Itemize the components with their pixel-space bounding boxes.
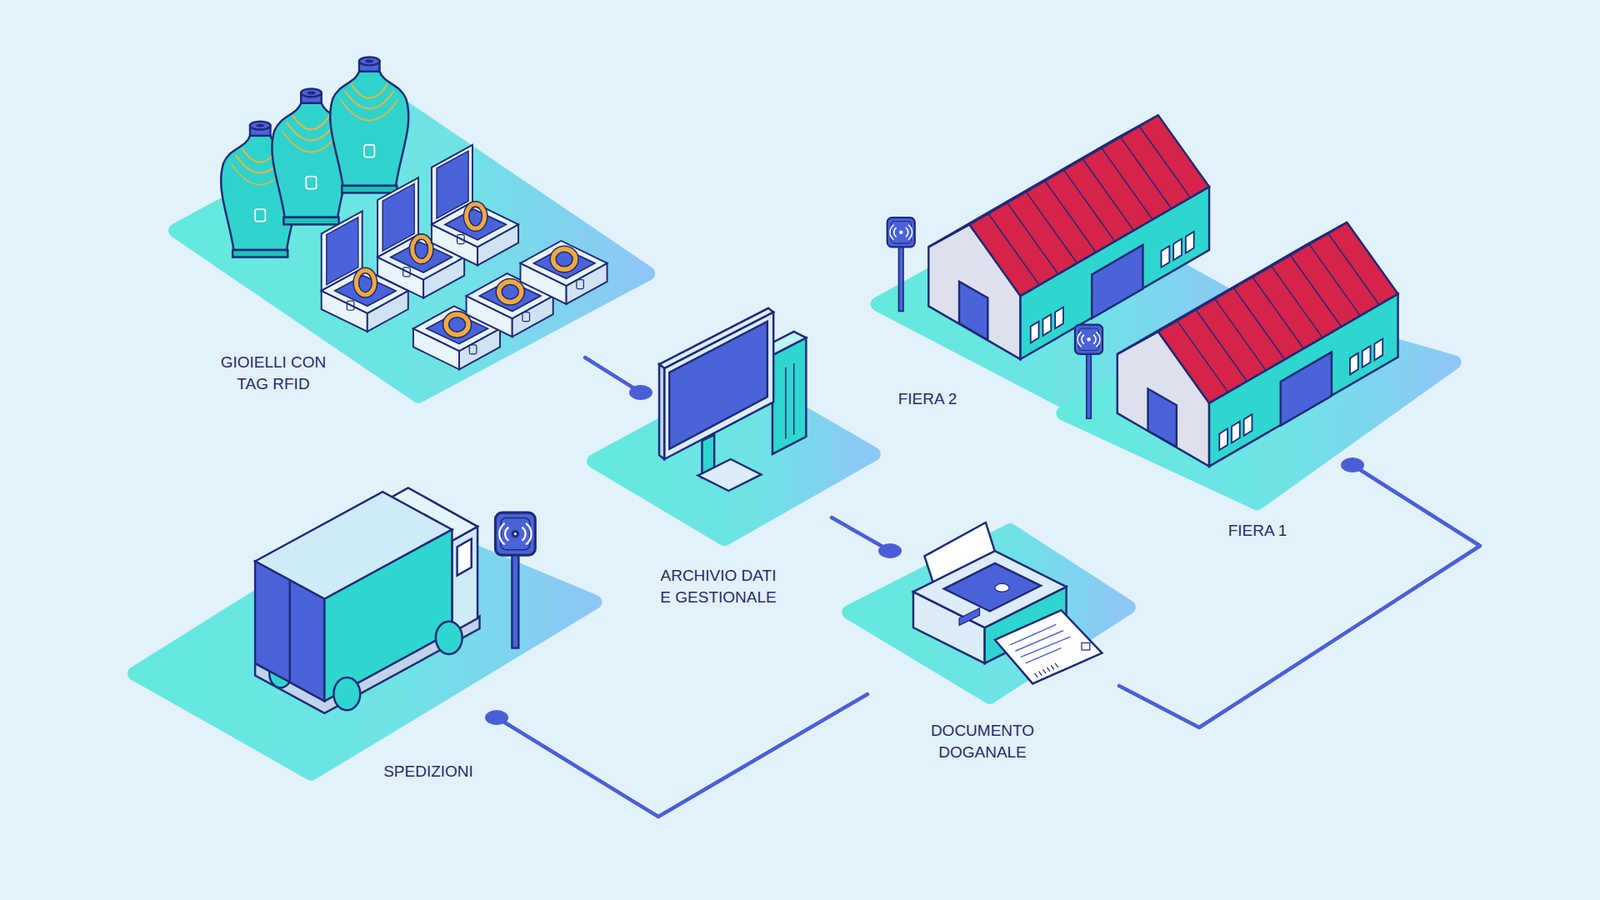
node-label: FIERA 2	[865, 388, 990, 410]
connector-dot	[629, 385, 653, 400]
printer-polygon	[944, 563, 1041, 612]
computer-line	[793, 363, 795, 435]
computer-polygon	[659, 364, 665, 460]
truck-line	[289, 580, 291, 682]
truck-ellipse	[333, 677, 360, 710]
printer-polygon	[913, 550, 1067, 628]
printer-g-line	[1055, 663, 1059, 668]
jewels	[220, 57, 607, 370]
platform-node: SPEDIZIONI	[129, 466, 497, 788]
truck-polygon	[457, 539, 472, 576]
buildings	[887, 115, 1399, 466]
connector-line	[831, 517, 890, 551]
connector-line	[1119, 465, 1480, 728]
printer-g-line	[1039, 671, 1043, 676]
truck-use	[495, 512, 535, 648]
truck	[255, 487, 535, 714]
printer-g-line	[1010, 624, 1056, 645]
printer-polygon	[995, 610, 1103, 684]
printer-g-line	[1025, 648, 1062, 664]
illustration-g	[135, 57, 1455, 775]
jewels-use	[520, 240, 607, 305]
platform-node: DOCUMENTO DOGANALE	[867, 550, 1120, 770]
buildings-use	[1117, 222, 1399, 467]
node-label: SPEDIZIONI	[365, 760, 491, 783]
computer	[659, 308, 806, 491]
document-platform	[849, 530, 1130, 698]
node-label: ARCHIVIO DATI E GESTIONALE	[655, 565, 781, 609]
computer-polygon	[698, 459, 762, 491]
connector-line	[496, 694, 868, 817]
truck-polygon	[255, 560, 325, 701]
buildings-use	[1075, 325, 1103, 419]
platform-node: FIERA 1	[1058, 225, 1353, 546]
node-label: GIOIELLI CON TAG RFID	[210, 351, 336, 395]
truck-ellipse	[435, 621, 463, 655]
printer-rect	[1081, 642, 1090, 650]
buildings-use	[887, 217, 915, 311]
truck-polygon	[324, 530, 452, 702]
connector-dot	[878, 543, 902, 559]
platform-node: FIERA 2	[870, 125, 1246, 414]
platform-node: GIOIELLI CON TAG RFID	[170, 116, 585, 405]
computer-polygon	[664, 312, 774, 460]
jewels-use	[330, 57, 409, 194]
connector-dot	[1340, 457, 1365, 473]
printer-g-line	[1035, 673, 1039, 678]
node-label: FIERA 1	[1195, 520, 1320, 542]
computer-polygon	[669, 321, 768, 450]
node-label: DOCUMENTO DOGANALE	[920, 720, 1045, 764]
jewels-use	[431, 145, 519, 265]
jewels-platform	[175, 107, 649, 397]
printer-ellipse	[995, 583, 1010, 592]
connector-dot	[485, 710, 509, 725]
printer-g-line	[1050, 665, 1055, 670]
platform-node: ARCHIVIO DATI E GESTIONALE	[640, 308, 832, 621]
printer-g-line	[1042, 669, 1046, 674]
buildings-use	[928, 115, 1210, 360]
computer-polygon	[772, 337, 806, 455]
printer-g	[1010, 624, 1070, 664]
printer-g-line	[1015, 630, 1064, 651]
printer-g	[1035, 663, 1059, 678]
printer-g-line	[1046, 667, 1050, 672]
connector-line	[585, 357, 641, 393]
printer-polygon	[959, 608, 980, 626]
truck-polygon	[451, 526, 478, 633]
printer	[913, 522, 1103, 684]
computer-line	[785, 367, 786, 440]
